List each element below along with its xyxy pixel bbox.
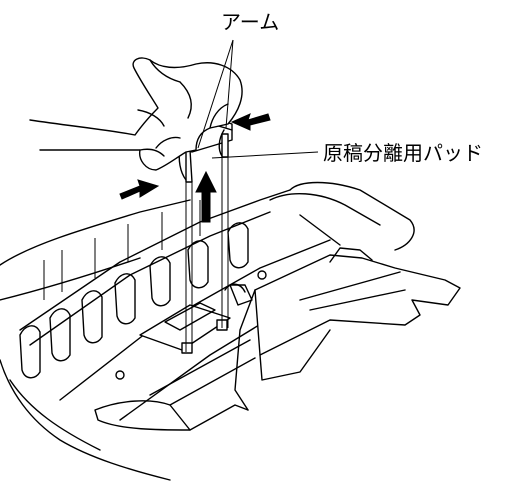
- separation-pad-label: 原稿分離用パッド: [323, 141, 483, 165]
- arm-leader-lines: [197, 39, 234, 149]
- squeeze-arrow-right: [230, 113, 271, 131]
- scanner-body: [0, 181, 415, 481]
- lift-arrow: [195, 170, 217, 223]
- guide-lines: [185, 157, 229, 352]
- document-tray: [94, 247, 461, 431]
- hand: [29, 57, 243, 171]
- arm-label: アーム: [221, 10, 280, 34]
- pad-leader-line: [211, 151, 319, 159]
- squeeze-arrow-left: [119, 179, 160, 200]
